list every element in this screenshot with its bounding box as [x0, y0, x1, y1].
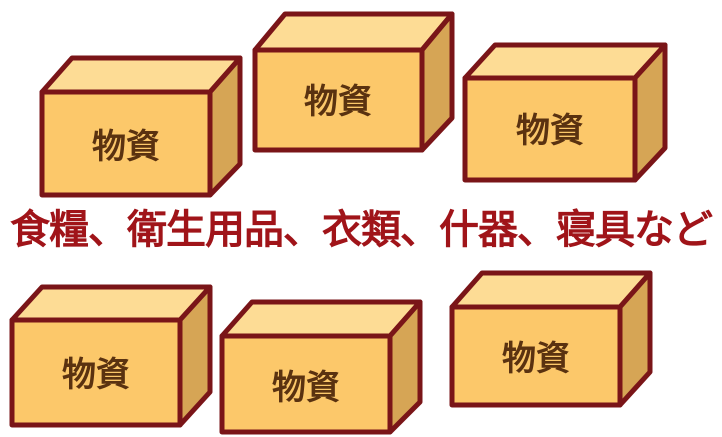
- box-top-face: [39, 55, 243, 95]
- box-front-face: [9, 317, 183, 428]
- supply-box: 物資: [39, 55, 243, 198]
- box-top-face: [219, 299, 423, 339]
- box-top-face: [252, 11, 455, 53]
- box-front-face: [252, 47, 425, 153]
- box-label: 物資: [304, 82, 372, 122]
- box-front-face: [219, 333, 393, 435]
- box-label: 物資: [502, 339, 570, 379]
- box-label: 物資: [92, 127, 160, 167]
- box-label: 物資: [272, 368, 340, 408]
- supply-box: 物資: [252, 11, 455, 153]
- supply-box: 物資: [219, 299, 423, 435]
- supply-box: 物資: [449, 270, 653, 408]
- box-label: 物資: [62, 355, 130, 395]
- box-label: 物資: [516, 111, 584, 151]
- supplies-caption: 食糧、衛生用品、衣類、什器、寝具など: [10, 207, 713, 253]
- box-front-face: [39, 89, 213, 198]
- supply-box: 物資: [462, 42, 668, 183]
- box-front-face: [449, 304, 623, 408]
- box-top-face: [449, 270, 653, 310]
- supply-box: 物資: [9, 284, 213, 428]
- box-top-face: [9, 284, 213, 323]
- box-top-face: [462, 42, 668, 81]
- box-front-face: [462, 75, 638, 183]
